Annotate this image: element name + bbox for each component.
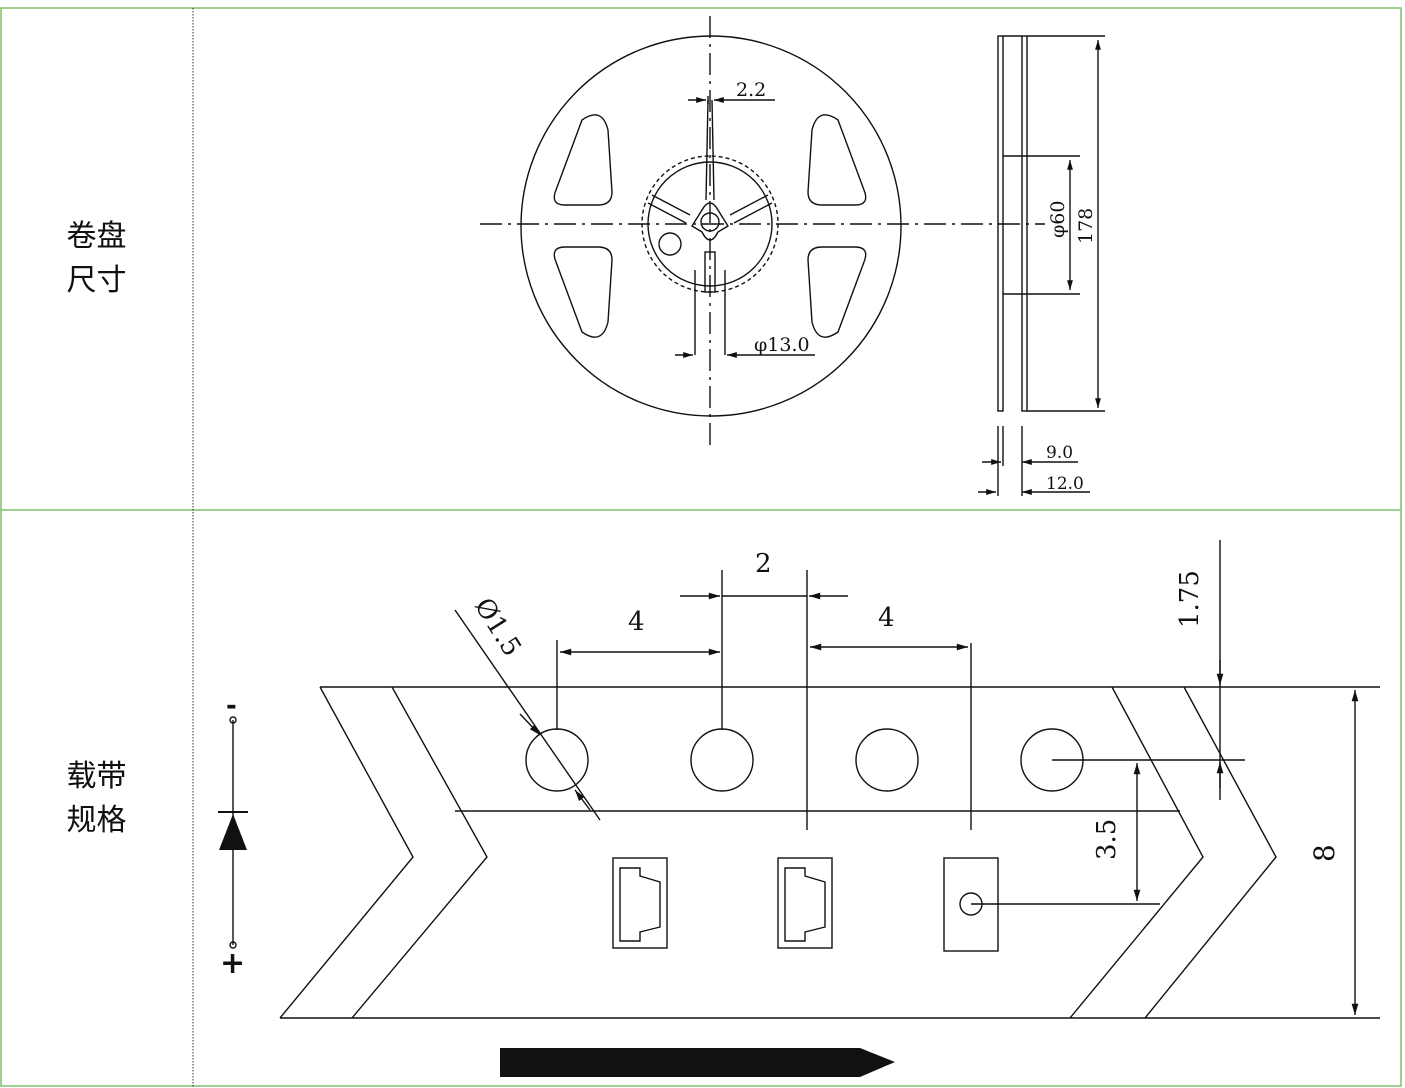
dim-gap: 2 <box>755 549 772 579</box>
tape-drawing: - + Ø1.5 4 2 4 1.75 3.5 8 <box>218 540 1380 1077</box>
tape-label-line2: 规格 <box>66 803 127 838</box>
dim-outer-width: 12.0 <box>1046 474 1084 494</box>
polarity-minus: - <box>226 691 237 721</box>
diode-triangle <box>219 814 247 850</box>
reel-drawing: 2.2 φ13.0 φ60 178 9.0 12.0 <box>480 16 1105 496</box>
feed-direction-arrow <box>500 1048 895 1077</box>
reel-label-line2: 尺寸 <box>66 263 127 298</box>
dim-pitch-right: 4 <box>878 603 895 633</box>
polarity-plus: + <box>220 946 245 981</box>
dim-edge: 1.75 <box>1175 570 1205 628</box>
dim-outer-dia: 178 <box>1075 208 1097 244</box>
dim-inner-width: 9.0 <box>1046 443 1073 463</box>
reel-flange <box>520 35 902 417</box>
dim-slot-width: 2.2 <box>736 79 766 101</box>
tape-label-line1: 载带 <box>66 759 127 794</box>
dim-hole-dia: Ø1.5 <box>468 593 527 662</box>
dim-pitch-left: 4 <box>628 607 645 637</box>
dim-center: 3.5 <box>1092 819 1122 860</box>
row-label-tape: 载带规格 <box>0 510 193 1088</box>
dim-hub-dia: φ13.0 <box>754 334 810 356</box>
row-label-reel: 卷盘尺寸 <box>0 8 193 510</box>
dim-tape-width: 8 <box>1308 844 1341 862</box>
reel-label-line1: 卷盘 <box>66 219 127 254</box>
dim-inner-dia: φ60 <box>1047 201 1069 238</box>
